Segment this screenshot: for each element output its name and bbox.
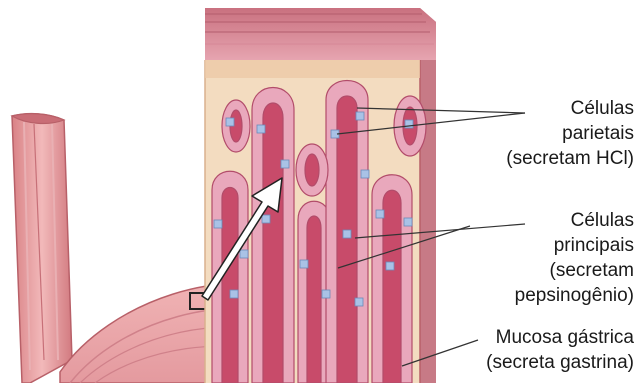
principal-label-line-1: Células [515,208,634,233]
parietal-label-line-2: parietais [506,121,634,146]
principal-label-line-4: pepsinogênio) [515,283,634,308]
parietal-label-line-3: (secretam HCl) [506,146,634,171]
mucosa-label-line-2: (secreta gastrina) [486,350,634,375]
parietal-cells-label: Células parietais (secretam HCl) [506,96,634,171]
principal-label-line-3: (secretam [515,258,634,283]
principal-label-line-2: principais [515,233,634,258]
principal-cells-label: Células principais (secretam pepsinogêni… [515,208,634,308]
gastric-mucosa-label: Mucosa gástrica (secreta gastrina) [486,325,634,375]
parietal-label-line-1: Células [506,96,634,121]
mucosa-label-line-1: Mucosa gástrica [486,325,634,350]
esophagus [12,114,72,383]
